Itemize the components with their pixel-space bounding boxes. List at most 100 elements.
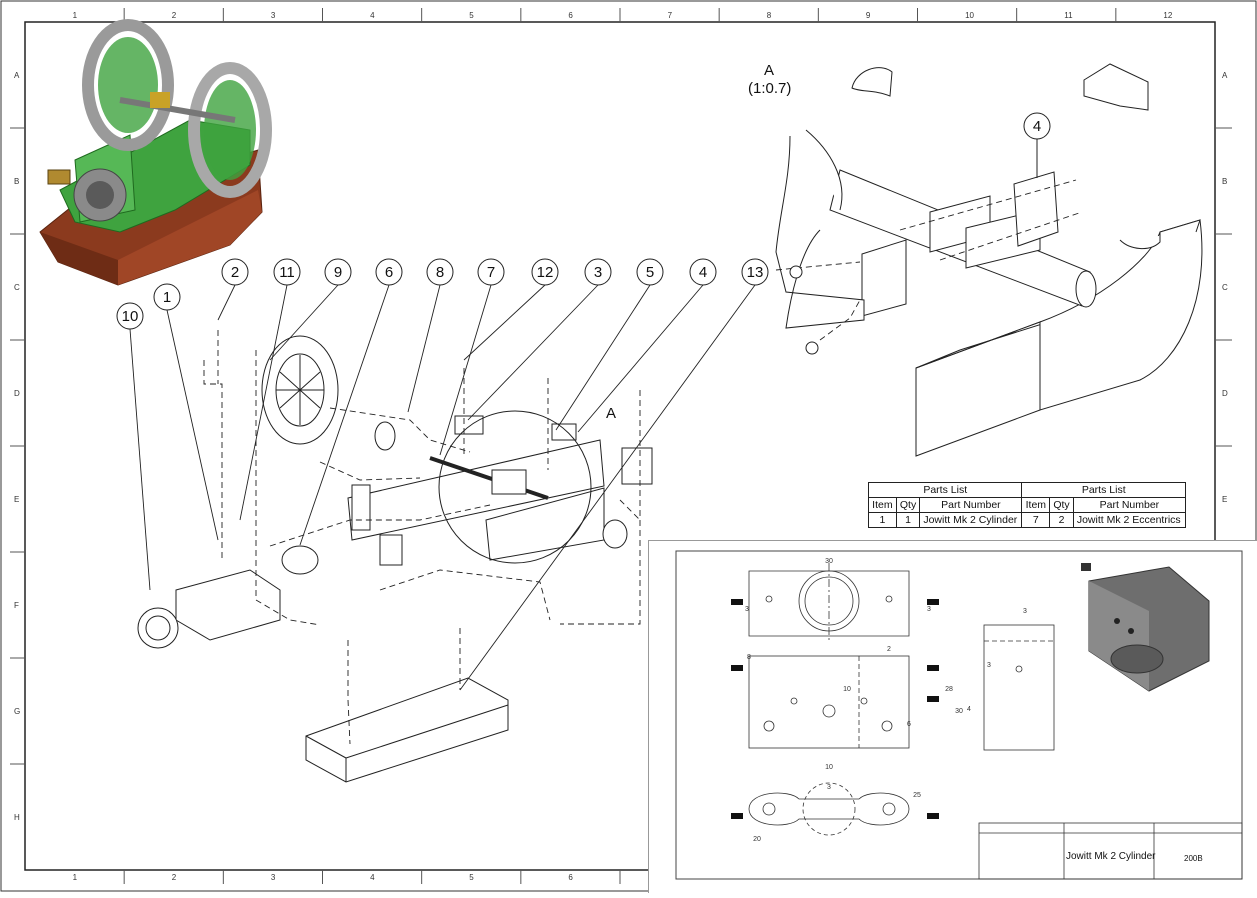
table-row: 1 1 Jowitt Mk 2 Cylinder 7 2 Jowitt Mk 2…	[868, 512, 1187, 528]
zone-label: 5	[469, 11, 474, 20]
parts-list-title-left: Parts List	[867, 482, 1023, 498]
balloon-number: 9	[334, 264, 342, 281]
balloon-number: 10	[122, 308, 139, 325]
col-part-number: Part Number	[1072, 497, 1187, 513]
zone-label: 5	[469, 873, 474, 882]
zone-label: 2	[172, 11, 177, 20]
zone-label: D	[14, 389, 20, 398]
balloon-number: 11	[279, 264, 295, 281]
dimension-label: 10	[843, 686, 851, 693]
exploded-view	[137, 335, 653, 783]
parts-list: Parts List Parts List Item Qty Part Numb…	[867, 482, 1187, 528]
detail-view-a: A (1:0.7)	[748, 62, 1203, 457]
zone-label: 6	[568, 11, 573, 20]
balloon: 2	[217, 258, 249, 321]
dimension-label: 30	[955, 708, 963, 715]
balloon-number: 7	[487, 264, 495, 281]
balloon: 12	[463, 258, 559, 361]
balloon: 13	[459, 258, 769, 691]
balloon: 11	[239, 258, 301, 521]
detail-callout: A	[606, 405, 616, 422]
assembly-lines	[203, 330, 641, 745]
balloon-number: 13	[747, 264, 764, 281]
balloon-number: 3	[594, 264, 602, 281]
dimension-label: 28	[945, 686, 953, 693]
zone-label: 6	[568, 873, 573, 882]
dimension-label: 6	[907, 721, 911, 728]
zone-label: E	[1222, 495, 1227, 504]
zone-label: B	[14, 177, 19, 186]
inset-title: Jowitt Mk 2 Cylinder	[1066, 851, 1156, 862]
zone-label: 4	[370, 873, 375, 882]
zone-label: C	[14, 283, 20, 292]
col-qty: Qty	[895, 497, 921, 513]
parts-list-title-right: Parts List	[1021, 482, 1186, 498]
dimension-label: 4	[967, 706, 971, 713]
dimension-label: 10	[825, 764, 833, 771]
zone-label: 7	[668, 11, 673, 20]
dimension-label: 20	[753, 836, 761, 843]
zone-label: C	[1222, 283, 1228, 292]
zone-label: H	[14, 813, 20, 822]
dimension-label: 3	[1023, 608, 1027, 615]
detail-view-scale: (1:0.7)	[748, 80, 791, 97]
zone-label: G	[14, 707, 20, 716]
col-item: Item	[868, 497, 897, 513]
zone-label: 12	[1163, 11, 1172, 20]
dimension-label: 2	[887, 646, 891, 653]
svg-text:4: 4	[1033, 118, 1041, 135]
zone-label: 9	[866, 11, 871, 20]
balloon: 3	[467, 258, 612, 421]
zone-label: 4	[370, 11, 375, 20]
zone-label: 11	[1064, 11, 1073, 20]
zone-label: 3	[271, 873, 276, 882]
col-part-number: Part Number	[919, 497, 1023, 513]
zone-label: B	[1222, 177, 1227, 186]
zone-label: E	[14, 495, 19, 504]
zone-label: 2	[172, 873, 177, 882]
balloon-number: 1	[163, 289, 171, 306]
detail-view-label: A	[764, 62, 774, 79]
dimension-label: 30	[825, 558, 833, 565]
detail-balloon: 4	[1023, 112, 1051, 178]
balloon: 7	[439, 258, 505, 456]
balloon: 8	[407, 258, 454, 413]
dimension-label: 3	[827, 784, 831, 791]
balloon: 4	[577, 258, 717, 433]
zone-label: A	[14, 71, 20, 80]
zone-label: 1	[73, 873, 78, 882]
inset-drawing-number: 200B	[1184, 854, 1203, 863]
balloon-number: 6	[385, 264, 393, 281]
zone-label: 8	[767, 11, 772, 20]
zone-label: D	[1222, 389, 1228, 398]
cylinder-render	[1081, 563, 1210, 692]
zone-label: 3	[271, 11, 276, 20]
dimension-label: 25	[913, 792, 921, 799]
balloon-number: 8	[436, 264, 444, 281]
balloon: 6	[299, 258, 403, 546]
balloon-number: 5	[646, 264, 654, 281]
balloon-number: 12	[537, 264, 554, 281]
zone-label: 10	[965, 11, 974, 20]
balloon-number: 4	[699, 264, 707, 281]
balloon: 5	[555, 258, 664, 431]
col-item: Item	[1021, 497, 1051, 513]
dimension-label: 3	[927, 606, 931, 613]
dimension-label: 8	[747, 654, 751, 661]
col-qty: Qty	[1049, 497, 1074, 513]
engine-render	[39, 19, 272, 286]
balloon: 1	[153, 283, 219, 541]
zone-label: A	[1222, 71, 1228, 80]
balloon: 9	[269, 258, 352, 361]
dimension-label: 3	[987, 662, 991, 669]
dimension-label: 3	[745, 606, 749, 613]
